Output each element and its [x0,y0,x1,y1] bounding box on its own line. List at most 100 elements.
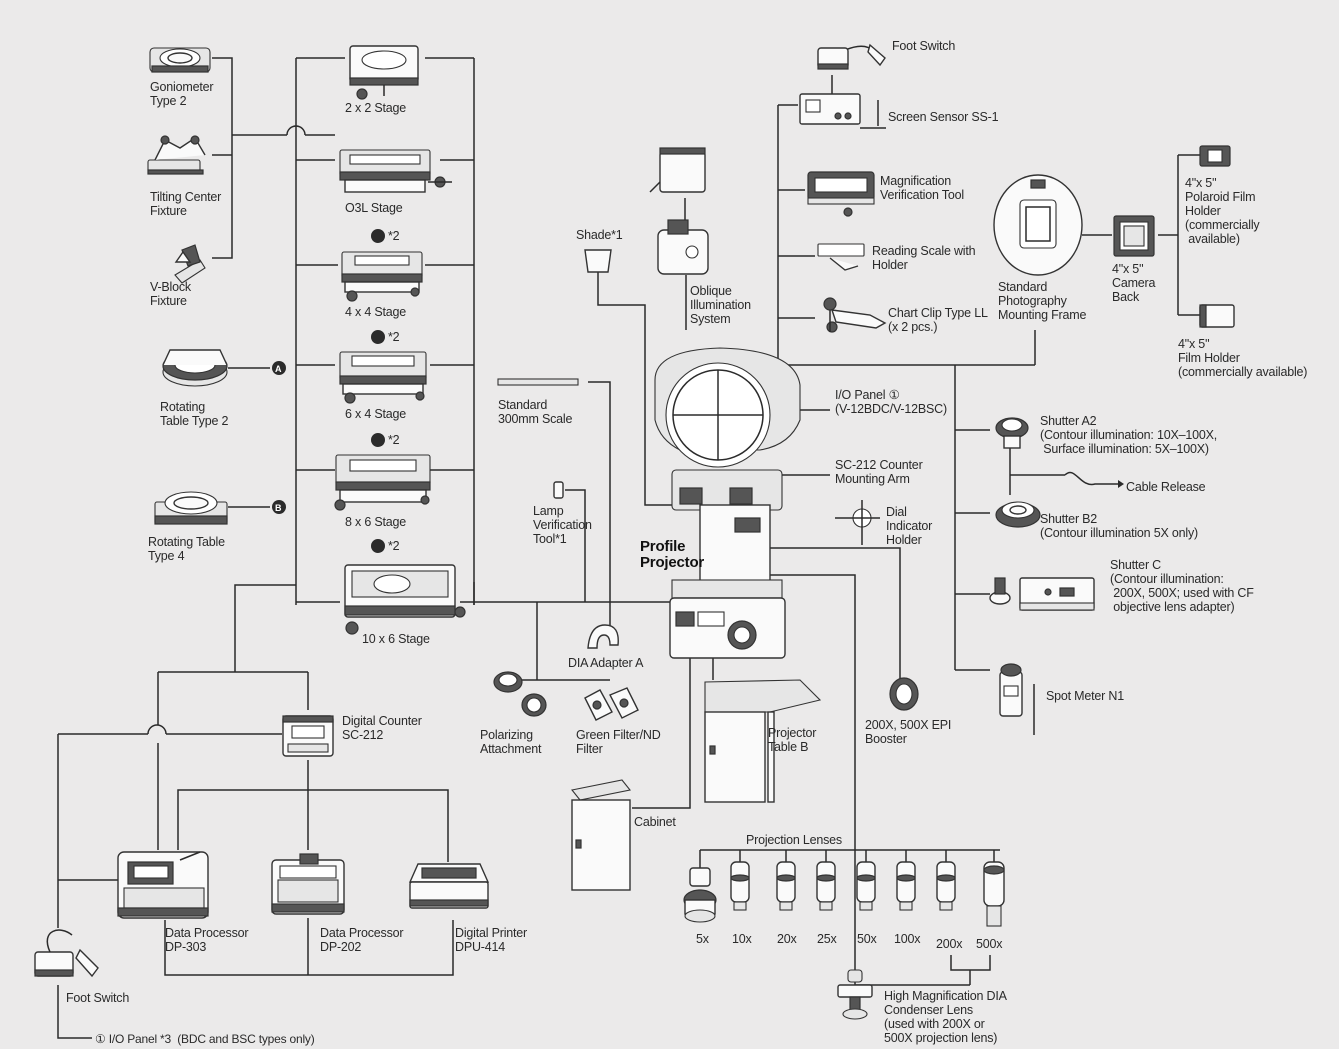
dpu414-label: Digital Printer DPU-414 [455,926,528,954]
dp202-icon [271,853,345,915]
stage-10x6-label: 10 x 6 Stage [362,632,430,646]
shade-label: Shade*1 [576,228,623,242]
rotating-table-4-label: Rotating Table Type 4 [148,535,225,563]
lens-100x-icon [896,861,916,911]
digital-counter-icon [282,715,334,757]
camera-back-label: 4"x 5" Camera Back [1112,262,1156,304]
stage-10x6-icon [344,564,466,635]
booster-label: 200X, 500X EPI Booster [865,718,952,746]
rotating-table-2-icon [162,349,228,387]
chart-clip-label: Chart Clip Type LL (x 2 pcs.) [888,306,988,334]
booster-icon [889,677,919,711]
goniometer-label: Goniometer Type 2 [150,80,214,108]
stage-6x4-label: 6 x 4 Stage [345,407,407,421]
goniometer-icon [149,47,211,73]
dia-adapter-label: DIA Adapter A [568,656,644,670]
stage-8x6-label: 8 x 6 Stage [345,515,407,529]
stage-o3l-icon [339,149,452,193]
lens-5x-label: 5x [696,932,709,946]
polarizing-icon [493,671,547,717]
photo-frame-label: Standard Photography Mounting Frame [998,280,1087,322]
photo-frame-icon [993,174,1083,276]
rotating-table-2-label: Rotating Table Type 2 [160,400,229,428]
screen-sensor-icon [799,93,886,129]
lens-50x-label: 50x [857,932,877,946]
lens-10x-label: 10x [732,932,752,946]
polaroid-holder-label: 4"x 5" Polaroid Film Holder (commerciall… [1185,176,1260,246]
shutter-a2-label: Shutter A2 (Contour illumination: 10X–10… [1040,414,1218,456]
projector-table-icon [704,679,822,803]
foot-switch-bottom-label: Foot Switch [66,991,130,1005]
film-holder-icon [1199,304,1235,328]
dpu414-icon [408,863,490,909]
projection-lenses-label: Projection Lenses [746,833,842,847]
reading-scale-label: Reading Scale with Holder [872,244,976,272]
marker-a-label: A [275,364,282,374]
chart-clip-icon [823,297,887,333]
v-block-icon [174,244,206,284]
lens-25x-label: 25x [817,932,837,946]
spot-meter-icon [999,663,1035,735]
tilting-center-icon [147,135,206,175]
lens-200x-label: 200x [936,937,963,951]
stage-4x4-note: *2 [388,229,400,243]
tilting-center-label: Tilting Center Fixture [150,190,222,218]
stage-o3l-label: O3L Stage [345,201,403,215]
foot-switch-bottom-icon [34,929,99,978]
profile-projector-title: Profile Projector [640,538,705,571]
lamp-tool-icon [553,481,564,499]
foot-switch-top-label: Foot Switch [892,39,956,53]
lens-200x-icon [936,861,956,911]
connection-lines [57,45,1200,1039]
standard-scale-icon [497,378,579,386]
stage-8x6-icon [334,454,431,511]
cabinet-icon [571,779,631,891]
camera-back-icon [1113,215,1155,257]
stage-6x4-icon [339,351,427,404]
note-marker-icons [371,229,385,553]
green-filter-icon [584,687,639,721]
oblique-label: Oblique Illumination System [690,284,751,326]
green-filter-label: Green Filter/ND Filter [576,728,661,756]
polarizing-label: Polarizing Attachment [480,728,542,756]
lamp-tool-label: Lamp Verification Tool*1 [533,504,592,546]
io-panel-top-label: I/O Panel ① (V-12BDC/V-12BSC) [835,388,947,416]
reading-scale-icon [817,243,865,271]
shutter-b2-icon [995,501,1041,528]
v-block-label: V-Block Fixture [150,280,191,308]
stage-8x6-note: *2 [388,433,400,447]
stage-4x4-label: 4 x 4 Stage [345,305,407,319]
dp303-label: Data Processor DP-303 [165,926,249,954]
cable-release-label: Cable Release [1126,480,1206,494]
oblique-illumination-icon [649,147,709,275]
rotating-table-4-icon [154,491,228,525]
stage-4x4-icon [341,251,423,302]
film-holder-label: 4"x 5" Film Holder (commercially availab… [1178,337,1308,379]
shutter-b2-label: Shutter B2 (Contour illumination 5X only… [1040,512,1198,540]
stage-2x2-label: 2 x 2 Stage [345,101,407,115]
screen-sensor-label: Screen Sensor SS-1 [888,110,999,124]
mag-tool-label: Magnification Verification Tool [880,174,964,202]
shutter-c-icon [989,577,1095,611]
lens-20x-icon [776,861,796,911]
magnification-tool-icon [807,171,875,217]
lens-icons [683,861,1005,927]
lens-25x-icon [816,861,836,911]
dp303-icon [117,851,209,919]
marker-b-icon [272,500,286,514]
spot-meter-label: Spot Meter N1 [1046,689,1124,703]
sc212-arm-label: SC-212 Counter Mounting Arm [835,458,923,486]
projector-table-label: Projector Table B [768,726,817,754]
marker-b-label: B [275,503,282,513]
io-panel-bottom-label: ① I/O Panel *3 (BDC and BSC types only) [95,1032,315,1046]
dia-adapter-icon [587,624,619,649]
condenser-lens-icon [837,969,873,1020]
lens-500x-icon [983,861,1005,927]
lens-50x-icon [856,861,876,911]
condenser-label: High Magnification DIA Condenser Lens (u… [884,989,1007,1045]
stage-10x6-note: *2 [388,539,400,553]
shutter-c-label: Shutter C (Contour illumination: 200X, 5… [1110,558,1254,614]
lens-20x-label: 20x [777,932,797,946]
lens-5x-icon [683,867,717,923]
